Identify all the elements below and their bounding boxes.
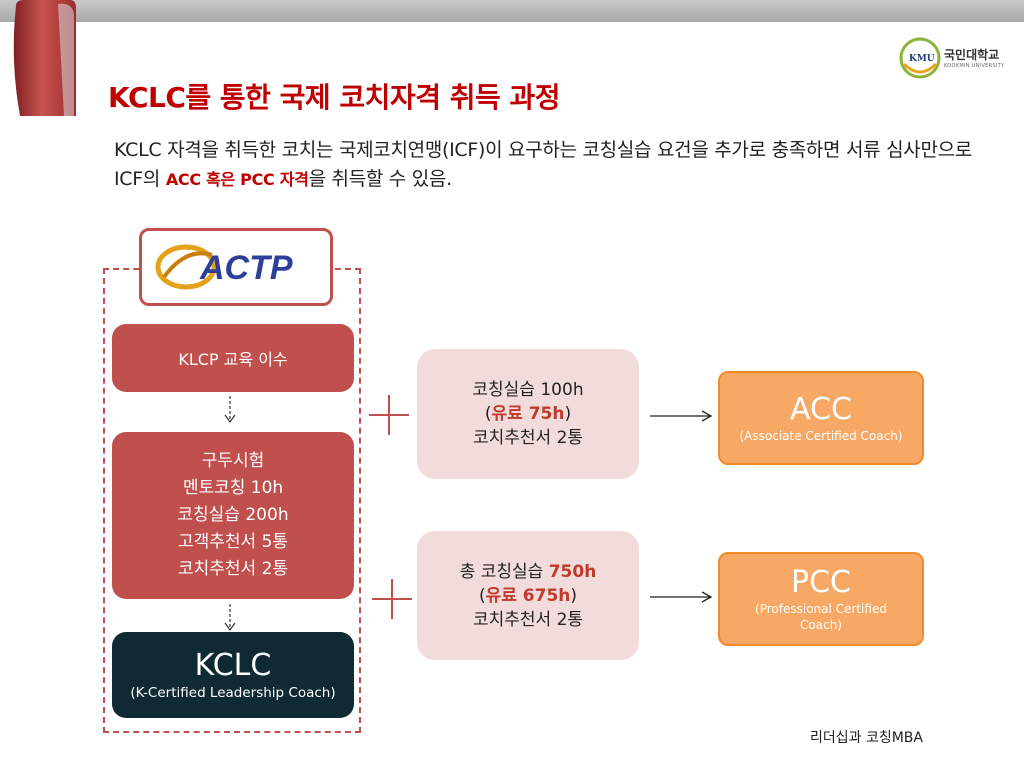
acc-req-reference: 코치추천서 2통 — [472, 428, 584, 448]
pcc-subtitle: (Professional Certified Coach) — [755, 602, 887, 632]
kclc-credential-box: KCLC (K-Certified Leadership Coach) — [112, 632, 354, 718]
pcc-credential-box: PCC (Professional Certified Coach) — [718, 552, 924, 646]
page-title: KCLC를 통한 국제 코치자격 취득 과정 — [108, 81, 561, 114]
pcc-req-practice-hours: 750h — [548, 561, 597, 582]
kclc-title: KCLC — [194, 648, 272, 683]
acc-credential-box: ACC (Associate Certified Coach) — [718, 371, 924, 465]
klcp-label: KLCP 교육 이수 — [178, 350, 288, 369]
exam-item-oral: 구두시험 — [201, 451, 265, 471]
actp-logo-box: ACTP — [139, 228, 333, 306]
klcp-course-box: KLCP 교육 이수 — [112, 324, 354, 392]
pcc-req-reference: 코치추천서 2통 — [472, 609, 584, 630]
logo-subtext: KOOKMIN UNIVERSITY — [944, 63, 1005, 69]
exam-item-coach-ref: 코치추천서 2통 — [177, 559, 289, 579]
actp-label: ACTP — [199, 249, 293, 287]
intro-part1: KCLC 자격을 취득한 코치는 국제코치연맹(ICF)이 요구하는 코칭실습 … — [114, 139, 972, 190]
exam-item-practice: 코칭실습 200h — [177, 505, 289, 525]
acc-title: ACC — [790, 392, 852, 427]
intro-highlight: ACC 혹은 PCC 자격 — [165, 170, 309, 189]
ribbon-decoration — [13, 0, 76, 116]
pcc-req-paid: (유료 675h) — [478, 585, 578, 606]
pcc-requirements-box: 총 코칭실습 750h (유료 675h) 코치추천서 2통 — [417, 531, 639, 660]
actp-logo: ACTP — [155, 244, 293, 290]
intro-text: KCLC 자격을 취득한 코치는 국제코치연맹(ICF)이 요구하는 코칭실습 … — [114, 136, 994, 194]
acc-req-practice: 코칭실습 100h — [472, 380, 584, 400]
pcc-req-paid-hours: 유료 675h — [485, 585, 571, 606]
acc-req-paid: (유료 75h) — [484, 404, 572, 424]
exam-requirements-box: 구두시험 멘토코칭 10h 코칭실습 200h 고객추천서 5통 코치추천서 2… — [112, 432, 354, 599]
university-logo: KMU — [899, 37, 941, 79]
acc-req-paid-hours: 유료 75h — [491, 404, 565, 424]
exam-item-client-ref: 고객추천서 5통 — [177, 532, 289, 552]
arrow-right-icon — [650, 591, 713, 603]
plus-icon — [372, 579, 412, 619]
footer-text: 리더십과 코칭MBA — [810, 730, 923, 746]
pcc-req-practice: 총 코칭실습 750h — [459, 561, 597, 582]
down-arrow-1 — [224, 396, 236, 424]
acc-requirements-box: 코칭실습 100h (유료 75h) 코치추천서 2통 — [417, 349, 639, 479]
kclc-subtitle: (K-Certified Leadership Coach) — [130, 685, 336, 701]
exam-item-mentor: 멘토코칭 10h — [182, 478, 284, 498]
intro-part2: 을 취득할 수 있음. — [308, 168, 453, 190]
pcc-title: PCC — [791, 565, 851, 600]
arrow-right-icon — [650, 410, 713, 422]
plus-icon — [369, 395, 409, 435]
logo-text: 국민대학교 — [944, 48, 1000, 62]
logo-badge: KMU — [909, 54, 935, 64]
down-arrow-2 — [224, 604, 236, 632]
top-bar — [0, 0, 1024, 22]
acc-subtitle: (Associate Certified Coach) — [739, 429, 903, 443]
